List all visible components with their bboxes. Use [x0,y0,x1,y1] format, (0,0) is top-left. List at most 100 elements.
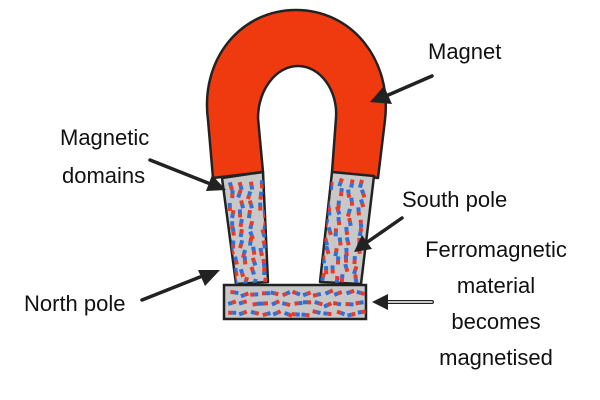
magnetic-domain [230,227,236,236]
magnetic-domain [312,309,321,315]
magnetic-domain [346,189,352,198]
magnetic-domain [250,292,259,297]
magnetic-domain [239,199,245,209]
magnet-red-arc [205,8,388,180]
magnetic-domain [250,309,260,316]
magnetic-domain [238,299,248,306]
magnetic-domain [333,290,343,297]
magnetic-domain [358,219,364,228]
magnetic-domain [302,300,312,305]
magnetic-domain [233,256,239,265]
magnetic-domain [358,179,364,189]
label-ferromagnetic-line1: Ferromagnetic [425,237,567,262]
magnet-left-leg [220,170,270,286]
label-ferromagnetic-line3: becomes [451,309,541,334]
magnetic-domain [336,216,342,226]
magnetic-domain [227,299,237,306]
magnetic-domain [332,301,342,307]
magnetic-domain [248,220,255,230]
magnetic-domain [258,247,264,257]
domains-right-leg [320,177,367,284]
magnetic-domain [312,291,322,298]
magnetic-domain [330,265,335,274]
magnetic-domain [249,266,256,276]
magnetic-domain [248,181,255,190]
magnetic-domain [271,299,281,307]
magnetic-domain [291,289,301,297]
magnetic-domain [230,190,235,199]
magnetic-domain [227,181,234,191]
magnetic-domain [356,207,361,216]
magnetic-domain [230,209,236,219]
magnetic-domain [261,240,268,249]
magnetic-domain [347,217,353,227]
magnetic-domain [251,246,257,255]
label-south-pole: South pole [402,187,508,212]
magnetic-domain [252,301,261,307]
magnetic-domain [323,311,332,317]
magnetic-domain [262,311,272,318]
label-north-pole: North pole [24,291,126,316]
magnetic-domain [333,228,339,237]
magnetic-domain [326,226,333,236]
magnetic-domain [283,311,293,318]
magnetic-domain [247,237,254,246]
magnetic-domain [356,289,366,296]
arrow-icon [140,270,220,302]
magnetic-domain [233,267,239,277]
magnetic-domain [344,236,351,246]
magnetic-domain [324,288,334,296]
magnetic-domain [240,291,250,299]
magnetic-domain [349,179,355,188]
magnetic-domain [337,237,343,246]
magnetic-domain [343,254,349,263]
magnetic-domain [242,256,248,265]
magnetic-domain [338,187,344,197]
magnetic-domain [228,310,237,315]
magnetic-domain [345,208,352,218]
magnetic-domain [335,206,342,216]
label-ferromagnetic-line2: material [456,273,536,298]
magnetic-domain [314,300,323,307]
magnetic-domain [320,272,326,282]
magnetic-domain [339,274,345,283]
magnetic-domain [353,274,359,283]
magnetic-domain [258,191,264,200]
magnetic-domain [302,290,312,298]
magnetic-domain [259,180,264,189]
magnetic-domain [272,309,282,317]
label-magnetic-domains-line2: domains [62,163,146,188]
magnetic-domain [323,301,333,309]
magnetic-domain [230,289,239,296]
label-magnetic-domains-line1: Magnetic [60,125,150,150]
magnetic-domain [281,301,291,307]
magnetic-domain [357,309,366,315]
magnetic-domain [237,181,244,191]
magnetic-domain [250,257,258,267]
magnetic-domain [237,209,243,218]
magnetic-domain [352,265,359,275]
magnetic-domain [344,226,350,236]
arrow-icon [148,158,226,191]
magnetic-domain [258,202,263,211]
magnetic-domain [238,228,244,238]
magnetic-domain [238,239,245,249]
arrows [140,74,434,310]
magnetic-domain [247,199,254,209]
magnetic-domain [260,228,267,238]
magnetic-domain [236,189,243,199]
arrow-icon [354,216,404,252]
magnetic-domain [259,301,269,306]
magnetic-domain [359,189,367,198]
magnetic-domain [301,312,310,318]
magnetic-domain [347,311,356,318]
magnetic-domain [345,301,354,307]
label-ferromagnetic-line4: magnetised [439,345,553,370]
domains-bar [227,288,366,318]
magnetic-domain [324,245,331,255]
magnetic-domain [238,268,246,278]
magnetic-domain [238,309,248,317]
magnetic-domain [333,247,339,257]
